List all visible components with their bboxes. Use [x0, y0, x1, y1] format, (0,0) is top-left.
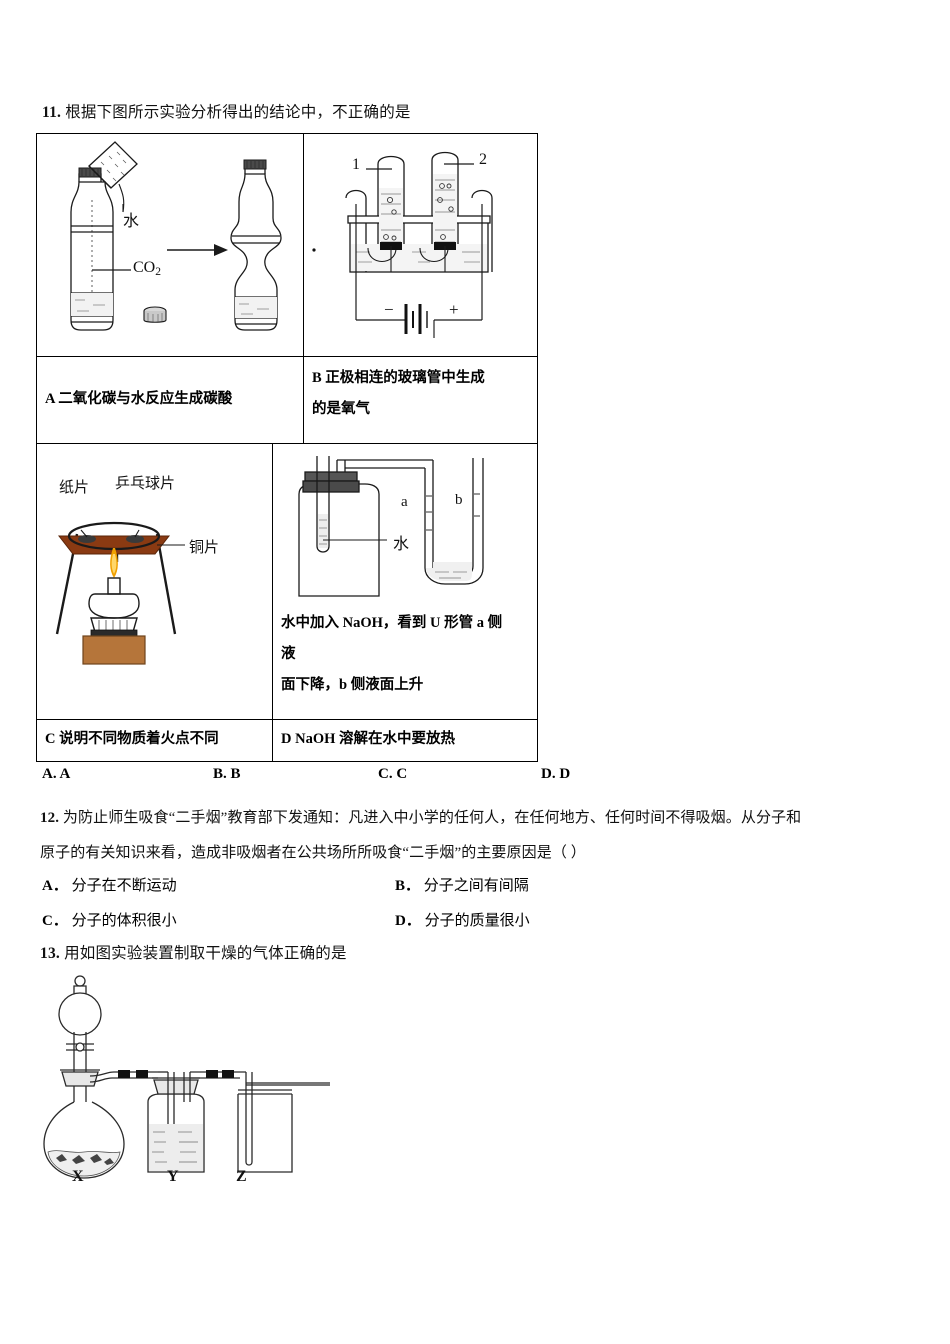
option-12-c[interactable]: C． 分子的体积很小	[42, 909, 177, 930]
cell-caption-b: B 正极相连的玻璃管中生成 的是氧气	[304, 357, 537, 443]
label-tube-2: 2	[479, 151, 487, 168]
label-copper-sheet: 铜片	[189, 538, 220, 556]
option-11-c-key: C.	[378, 766, 393, 782]
label-apparatus-z: Z	[236, 1168, 247, 1185]
question-11-options: A. A B. B C. C D. D	[0, 766, 950, 790]
question-13-stem-text: 用如图实验装置制取干燥的气体正确的是	[64, 945, 347, 962]
caption-b-line-1: B 正极相连的玻璃管中生成	[312, 370, 485, 386]
option-12-c-text: 分子的体积很小	[71, 913, 177, 929]
gas-preparation-train-figure: X Y Z	[40, 972, 340, 1192]
question-12-stem-line-1: 12. 为防止师生吸食“二手烟”教育部下发通知：凡进入中小学的任何人，在任何地方…	[40, 805, 801, 831]
cell-caption-c: C 说明不同物质着火点不同	[37, 720, 273, 761]
option-11-c[interactable]: C. C	[378, 766, 407, 783]
caption-d-line-3: 面下降，b 侧液面上升	[281, 677, 424, 693]
caption-a-line-1: A 二氧化碳与水反应生成碳酸	[45, 390, 233, 407]
label-battery-negative: −	[384, 300, 394, 319]
ignition-point-figure	[55, 521, 185, 665]
caption-d-bottom-line: D NaOH 溶解在水中要放热	[281, 731, 455, 747]
table-row: A 二氧化碳与水反应生成碳酸 B 正极相连的玻璃管中生成 的是氧气	[37, 356, 537, 443]
label-u-tube-a: a	[401, 494, 408, 510]
caption-b-line-2: 的是氧气	[312, 401, 370, 417]
question-11-options-table: 水 CO2	[36, 133, 538, 762]
table-row: C 说明不同物质着火点不同 D NaOH 溶解在水中要放热	[37, 719, 537, 761]
question-11-stem: 11. 根据下图所示实验分析得出的结论中，不正确的是	[42, 100, 411, 126]
label-u-tube-b: b	[455, 492, 463, 508]
cell-caption-d: D NaOH 溶解在水中要放热	[273, 720, 537, 761]
question-12-stem-line-2: 原子的有关知识来看，造成非吸烟者在公共场所所吸食“二手烟”的主要原因是（ ）	[40, 845, 586, 861]
label-apparatus-x: X	[72, 1168, 84, 1185]
option-12-d[interactable]: D． 分子的质量很小	[395, 909, 530, 930]
co2-bottle-collapse-figure	[70, 141, 282, 331]
option-11-d-text: D	[559, 766, 571, 782]
cell-figure-a: 水 CO2	[37, 134, 304, 356]
caption-c-line-1: C 说明不同物质着火点不同	[45, 731, 219, 747]
option-11-a[interactable]: A. A	[42, 766, 70, 783]
label-co2-figure-a: CO2	[133, 259, 161, 279]
option-11-b-key: B.	[213, 766, 227, 782]
question-11-stem-text: 根据下图所示实验分析得出的结论中，不正确的是	[65, 104, 411, 121]
question-13-stem: 13. 用如图实验装置制取干燥的气体正确的是	[40, 941, 347, 967]
cell-figure-c: 纸片 乒乓球片 铜片	[37, 444, 273, 719]
cell-figure-d: a b 水 水中加入 NaOH，看到 U 形管 a 侧 液 面下降，b 侧液面上…	[273, 444, 537, 719]
option-12-c-key: C．	[42, 913, 68, 929]
label-paper-piece: 纸片	[59, 478, 90, 496]
cell-caption-a: A 二氧化碳与水反应生成碳酸	[37, 357, 304, 443]
label-water-figure-a: 水	[123, 211, 140, 230]
option-11-d[interactable]: D. D	[541, 766, 570, 783]
option-12-a-key: A．	[42, 878, 68, 894]
caption-d-upper: 水中加入 NaOH，看到 U 形管 a 侧 液 面下降，b 侧液面上升	[273, 602, 553, 709]
label-water-figure-d: 水	[393, 534, 410, 553]
label-battery-positive: +	[449, 300, 459, 319]
option-12-a[interactable]: A． 分子在不断运动	[42, 874, 177, 895]
option-12-d-key: D．	[395, 913, 421, 929]
option-11-b[interactable]: B. B	[213, 766, 241, 783]
naoh-u-tube-figure	[298, 456, 484, 597]
question-12-number: 12.	[40, 810, 60, 826]
question-13-number: 13.	[40, 945, 60, 962]
table-row: 水 CO2	[37, 134, 537, 356]
option-11-a-key: A.	[42, 766, 57, 782]
option-11-b-text: B	[230, 766, 241, 782]
option-12-b-text: 分子之间有间隔	[423, 878, 529, 894]
gas-train-svg	[43, 975, 330, 1179]
option-12-b[interactable]: B． 分子之间有间隔	[395, 874, 529, 895]
option-11-a-text: A	[59, 766, 71, 782]
caption-d-line-1: 水中加入 NaOH，看到 U 形管 a 侧	[281, 615, 503, 631]
question-11-number: 11.	[42, 104, 62, 121]
question-12-stem-text-1: 为防止师生吸食“二手烟”教育部下发通知：凡进入中小学的任何人，在任何地方、任何时…	[62, 810, 802, 826]
label-pingpong-piece: 乒乓球片	[115, 474, 176, 492]
label-apparatus-y: Y	[167, 1168, 179, 1185]
option-12-a-text: 分子在不断运动	[71, 878, 177, 894]
option-11-c-text: C	[396, 766, 408, 782]
table-row: 纸片 乒乓球片 铜片	[37, 443, 537, 719]
cell-figure-b: 1 2 − +	[304, 134, 537, 356]
option-11-d-key: D.	[541, 766, 556, 782]
water-electrolysis-figure	[312, 151, 493, 338]
caption-d-line-2: 液	[281, 646, 296, 662]
label-tube-1: 1	[352, 156, 360, 173]
option-12-d-text: 分子的质量很小	[424, 913, 530, 929]
option-12-b-key: B．	[395, 878, 421, 894]
